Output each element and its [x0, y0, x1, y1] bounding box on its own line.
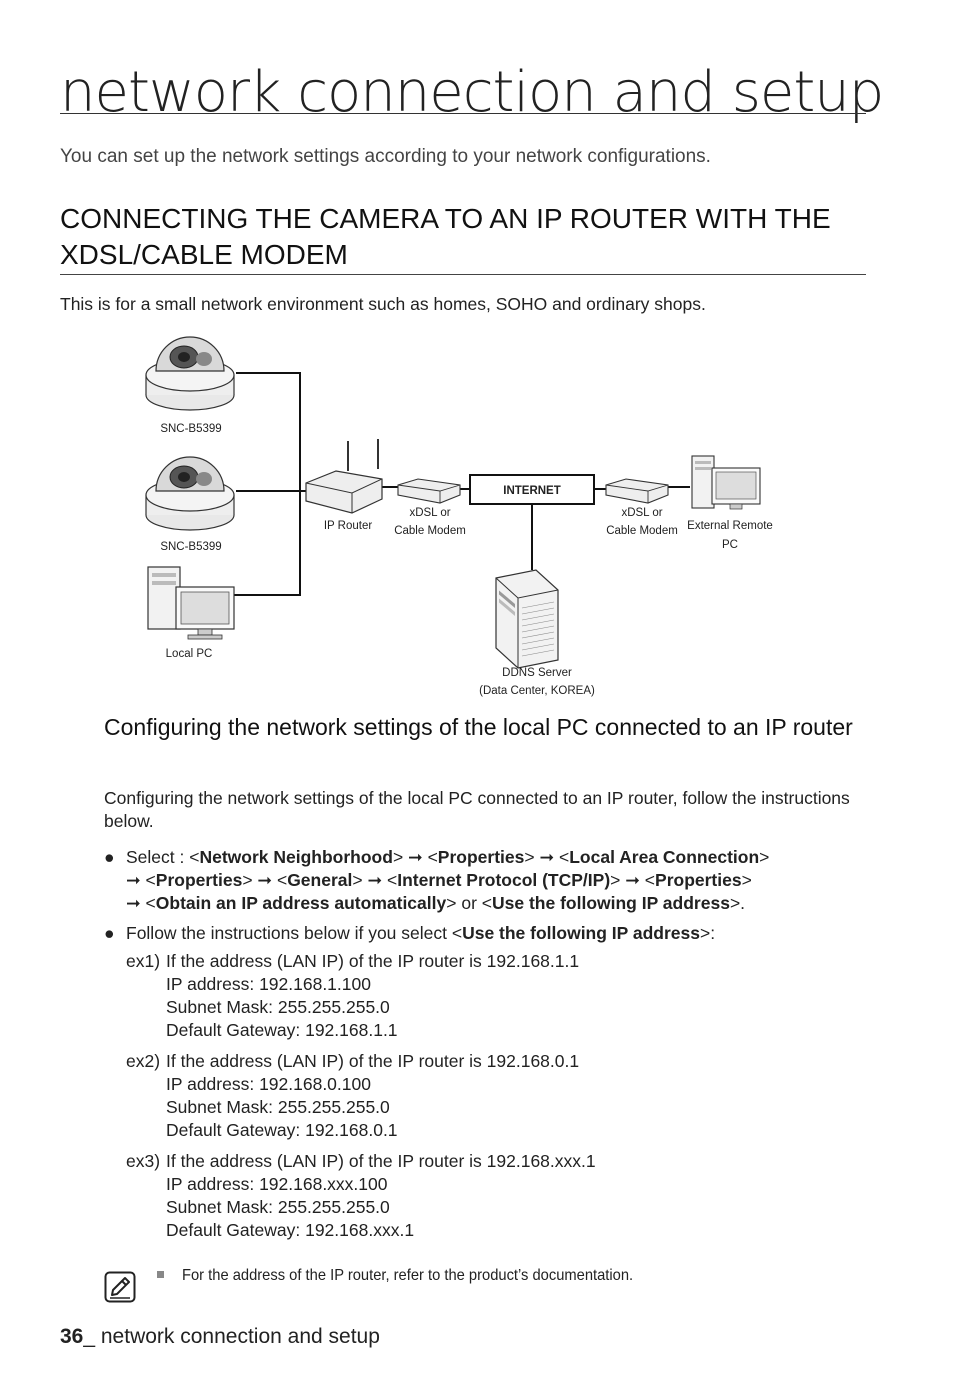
section-description: This is for a small network environment … — [60, 294, 706, 314]
page-footer: 36_ network connection and setup — [60, 1325, 380, 1349]
section-rule — [60, 274, 866, 275]
footer-text: _ network connection and setup — [83, 1325, 380, 1348]
subsection-description: Configuring the network settings of the … — [104, 788, 850, 831]
camera1-label: SNC-B5399 — [160, 423, 221, 435]
arrow-icon: ➞ — [126, 870, 141, 890]
remote-pc-line1: External Remote — [687, 520, 773, 532]
example-router-line: If the address (LAN IP) of the IP router… — [166, 1151, 596, 1171]
or-text: or — [456, 893, 482, 913]
bullet-select-label: Select : — [126, 847, 190, 867]
dome-camera-icon — [145, 336, 235, 411]
menu-properties: Properties — [655, 870, 742, 890]
modem-left-line1: xDSL or — [409, 507, 450, 519]
example-router-line: If the address (LAN IP) of the IP router… — [166, 1051, 580, 1071]
example-subnet-line: Subnet Mask: 255.255.255.0 — [166, 1197, 390, 1217]
page-title: network connection and setup — [60, 60, 884, 125]
line-camera1 — [230, 372, 301, 596]
example-gateway-line: Default Gateway: 192.168.xxx.1 — [166, 1220, 415, 1240]
arrow-icon: ➞ — [408, 847, 423, 867]
network-diagram: SNC-B5399 SNC-B5399 Local PC IP Router — [145, 336, 773, 697]
example-ip-line: IP address: 192.168.0.100 — [166, 1074, 371, 1094]
option-use-following: Use the following IP address — [492, 893, 730, 913]
wireless-router-icon — [305, 439, 383, 514]
bullet-follow-instructions: ● Follow the instructions below if you s… — [104, 923, 716, 943]
local-pc-label: Local PC — [166, 648, 213, 660]
server-tower-icon — [495, 569, 559, 669]
menu-network-neighborhood: Network Neighborhood — [199, 847, 393, 867]
ip-router-label: IP Router — [324, 520, 373, 532]
page-number: 36 — [60, 1325, 84, 1348]
remote-pc-line2: PC — [722, 539, 738, 551]
example-label: ex3) — [126, 1151, 161, 1171]
example-gateway-line: Default Gateway: 192.168.0.1 — [166, 1120, 398, 1140]
ddns-line1: DDNS Server — [502, 667, 572, 679]
arrow-icon: ➞ — [539, 847, 555, 867]
bullet-follow-text: Follow the instructions below if you sel… — [126, 923, 452, 943]
example-subnet-line: Subnet Mask: 255.255.255.0 — [166, 1097, 390, 1117]
option-obtain-automatically: Obtain an IP address automatically — [155, 893, 447, 913]
example-ip-line: IP address: 192.168.1.100 — [166, 974, 371, 994]
bullet-dot: ● — [104, 847, 115, 867]
modem-icon — [397, 478, 461, 504]
desktop-pc-icon — [147, 566, 235, 640]
example-gateway-line: Default Gateway: 192.168.1.1 — [166, 1020, 398, 1040]
connection-lines — [230, 372, 690, 596]
intro-text: You can set up the network settings acco… — [60, 146, 711, 167]
note-pencil-icon — [104, 1271, 136, 1303]
option-use-following: Use the following IP address — [462, 923, 701, 943]
modem-right-line1: xDSL or — [621, 507, 662, 519]
modem-left-line2: Cable Modem — [394, 525, 466, 537]
arrow-icon: ➞ — [257, 870, 273, 890]
note-text: For the address of the IP router, refer … — [182, 1267, 634, 1284]
example-label: ex1) — [126, 951, 161, 971]
note-square-bullet — [157, 1271, 164, 1278]
internet-box — [469, 474, 595, 505]
desktop-pc-icon — [691, 455, 761, 510]
bullet-dot: ● — [104, 923, 115, 943]
example-router-line: If the address (LAN IP) of the IP router… — [166, 951, 580, 971]
modem-right-line2: Cable Modem — [606, 525, 678, 537]
menu-properties: Properties — [437, 847, 525, 867]
ddns-line2: (Data Center, KOREA) — [479, 685, 595, 697]
title-rule — [60, 113, 866, 114]
menu-properties: Properties — [155, 870, 243, 890]
subsection-heading: Configuring the network settings of the … — [104, 714, 853, 740]
menu-local-area-connection: Local Area Connection — [569, 847, 760, 867]
dome-camera-icon — [145, 456, 235, 531]
section-heading: CONNECTING THE CAMERA TO AN IP ROUTER WI… — [60, 203, 831, 270]
modem-icon — [605, 478, 669, 504]
internet-label: INTERNET — [503, 485, 561, 497]
example-label: ex2) — [126, 1051, 161, 1071]
arrow-icon: ➞ — [625, 870, 640, 890]
menu-tcpip: Internet Protocol (TCP/IP) — [397, 870, 611, 890]
bullet-select-path: ● Select : <Network Neighborhood> ➞ <Pro… — [104, 847, 770, 913]
arrow-icon: ➞ — [126, 893, 141, 913]
camera2-label: SNC-B5399 — [160, 541, 221, 553]
arrow-icon: ➞ — [367, 870, 383, 890]
example-ip-line: IP address: 192.168.xxx.100 — [166, 1174, 388, 1194]
menu-general: General — [287, 870, 353, 890]
example-subnet-line: Subnet Mask: 255.255.255.0 — [166, 997, 390, 1017]
